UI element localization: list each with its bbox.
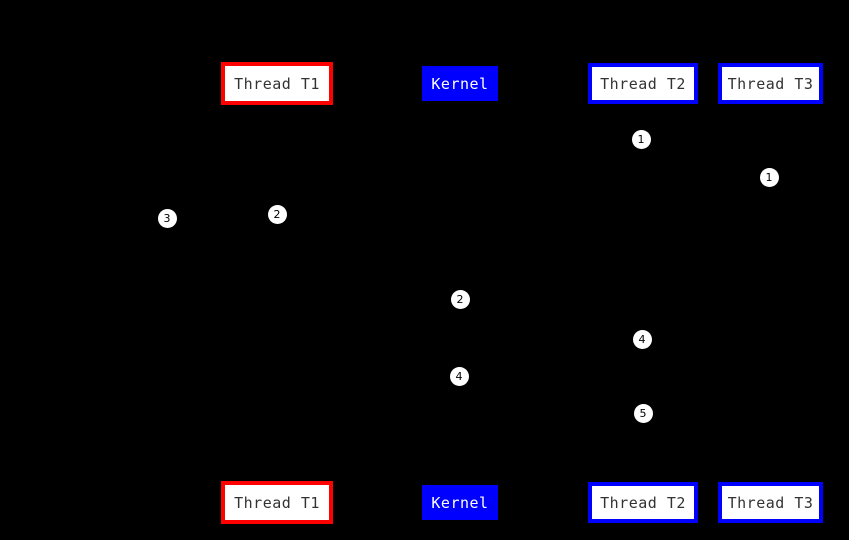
lifeline-t1 [277, 105, 278, 481]
participant-label: Kernel [431, 493, 489, 512]
participant-bottom-kernel-bottom[interactable]: Kernel [422, 485, 498, 520]
stub-t1-top [275, 104, 280, 109]
participant-label: Thread T2 [600, 493, 686, 512]
stub-t2-top [641, 103, 646, 108]
step-5-t2: 5 [633, 403, 653, 423]
stub-t1-bottom [275, 476, 280, 481]
stub-t3-top [768, 103, 773, 108]
step-1-t2: 1 [631, 129, 651, 149]
participant-label: Thread T1 [234, 74, 320, 93]
step-1-t3: 1 [759, 167, 779, 187]
participant-top-kernel-top[interactable]: Kernel [422, 66, 498, 101]
participant-label: Thread T2 [600, 74, 686, 93]
step-2-kernel: 2 [450, 289, 470, 309]
step-4-t2: 4 [632, 329, 652, 349]
step-3-left: 3 [157, 208, 177, 228]
stub-t3-bottom [768, 477, 773, 482]
step-2-t1: 2 [267, 204, 287, 224]
participant-bottom-t3-bottom[interactable]: Thread T3 [718, 482, 823, 523]
participant-bottom-t1-bottom[interactable]: Thread T1 [221, 481, 333, 524]
stub-t2-bottom [641, 477, 646, 482]
participant-bottom-t2-bottom[interactable]: Thread T2 [588, 482, 698, 523]
participant-label: Thread T3 [727, 493, 814, 512]
participant-label: Thread T1 [234, 493, 320, 512]
lifeline-t3 [770, 104, 771, 482]
participant-label: Thread T3 [727, 74, 814, 93]
participant-top-t1-top[interactable]: Thread T1 [221, 62, 333, 105]
lifeline-t2 [643, 104, 644, 482]
participant-top-t2-top[interactable]: Thread T2 [588, 63, 698, 104]
participant-top-t3-top[interactable]: Thread T3 [718, 63, 823, 104]
participant-label: Kernel [431, 74, 489, 93]
step-4-kernel: 4 [449, 366, 469, 386]
